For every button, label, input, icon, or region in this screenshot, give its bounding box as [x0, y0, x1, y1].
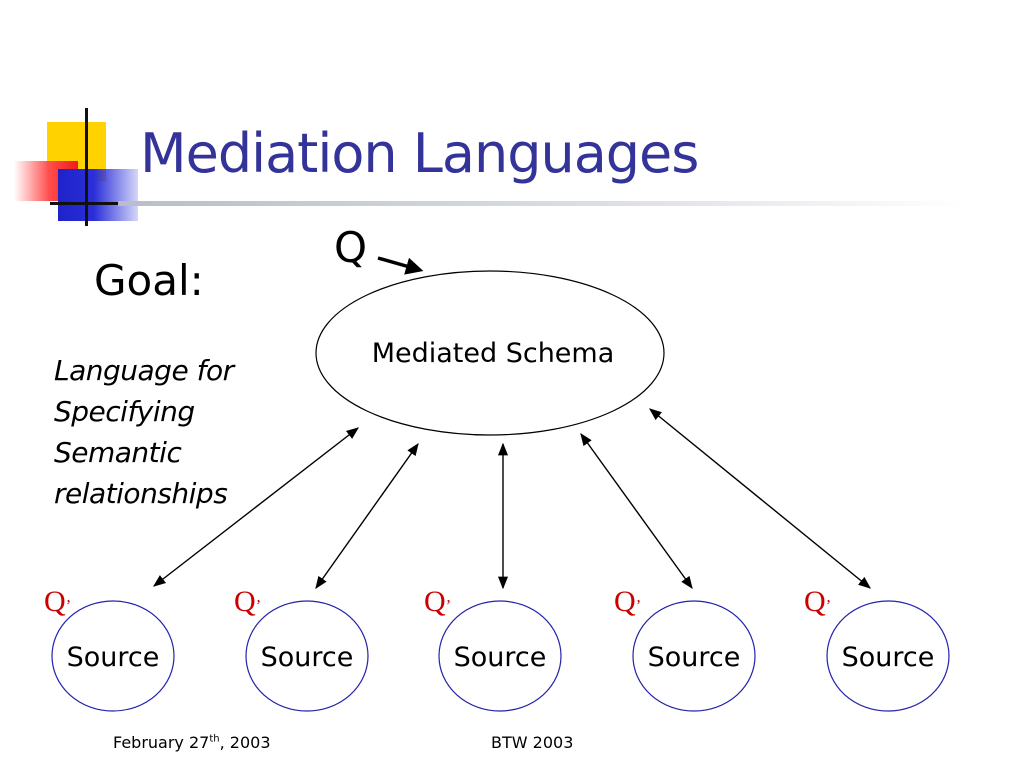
mediated-schema-label: Mediated Schema	[372, 338, 615, 369]
slide-title: Mediation Languages	[140, 122, 699, 185]
source-query-label: Q’	[614, 585, 641, 618]
source-node	[51, 600, 175, 712]
decor-vertical-line	[85, 108, 88, 226]
mapping-arrow	[580, 432, 693, 590]
source-node	[245, 600, 369, 712]
footer-conference: BTW 2003	[491, 733, 574, 752]
source-label: Source	[648, 642, 741, 673]
mediated-schema-ellipse	[315, 270, 665, 436]
source-label: Source	[67, 642, 160, 673]
source-label: Source	[454, 642, 547, 673]
source-node	[632, 600, 756, 712]
query-arrow	[377, 256, 424, 275]
title-underline	[118, 201, 968, 206]
mapping-arrow	[153, 427, 359, 587]
mapping-arrow	[315, 442, 419, 590]
query-label: Q	[334, 223, 367, 272]
description-line: Specifying	[54, 395, 195, 428]
decor-blue-square	[58, 169, 138, 221]
source-label: Source	[261, 642, 354, 673]
footer-date-suffix: , 2003	[219, 733, 271, 752]
footer-date-sup: th	[209, 733, 220, 745]
footer-date-prefix: February 27	[113, 733, 210, 752]
source-query-label: Q’	[44, 585, 71, 618]
mapping-arrow	[649, 408, 871, 589]
source-node	[826, 600, 950, 712]
goal-label: Goal:	[94, 256, 204, 305]
footer-date: February 27th, 2003	[113, 733, 271, 752]
source-query-label: Q’	[234, 585, 261, 618]
description-line: Language for	[54, 354, 234, 387]
source-query-label: Q’	[424, 585, 451, 618]
decor-horizontal-line	[50, 202, 120, 205]
source-query-label: Q’	[804, 585, 831, 618]
source-node	[438, 600, 562, 712]
source-label: Source	[842, 642, 935, 673]
